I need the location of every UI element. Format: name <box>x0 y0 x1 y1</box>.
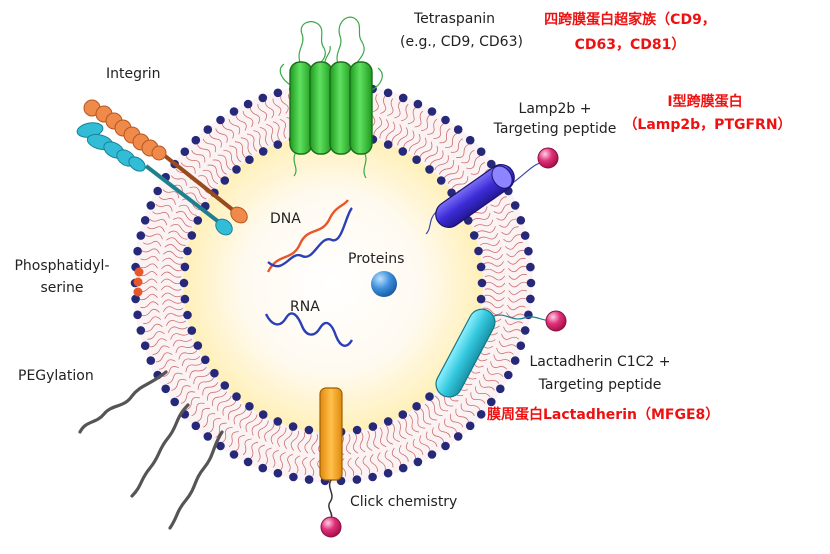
phosphatidylserine-marks <box>133 267 144 297</box>
type1-cn-annotation-line1: I型跨膜蛋白 <box>667 94 743 110</box>
lactadherin-targeting-label: Targeting peptide <box>538 377 662 393</box>
peg-chain <box>130 403 190 498</box>
lamp2b-label: Lamp2b + <box>518 101 592 117</box>
integrin-protein <box>76 99 248 236</box>
peg-chain <box>78 370 168 434</box>
lactadherin-cn-annotation: 膜周蛋白Lactadherin（MFGE8） <box>487 407 720 423</box>
pegylation-label: PEGylation <box>18 368 94 384</box>
rna-strand <box>264 312 354 347</box>
targeting-peptide-icon <box>320 516 342 538</box>
rna-label: RNA <box>290 299 320 315</box>
integrin-label: Integrin <box>106 66 161 82</box>
tetraspanin-example-label: (e.g., CD9, CD63) <box>400 34 523 50</box>
tetraspanin-protein <box>289 61 373 155</box>
tetraspanin-cn-annotation-line1: 四跨膜蛋白超家族（CD9， <box>544 12 716 28</box>
lactadherin-label: Lactadherin C1C2 + <box>529 354 671 370</box>
phosphatidylserine-label-line2: serine <box>40 280 84 296</box>
targeting-peptide-icon <box>537 147 559 169</box>
lamp2b-protein <box>425 147 559 235</box>
peg-chains <box>78 370 224 530</box>
targeting-peptide-icon <box>545 310 567 332</box>
tetraspanin-loops <box>279 16 383 179</box>
lactadherin-protein <box>435 308 567 398</box>
peg-chain <box>168 430 224 530</box>
proteins-label: Proteins <box>348 251 405 267</box>
dna-label: DNA <box>270 211 301 227</box>
type1-cn-annotation-line2: （Lamp2b，PTGFRN） <box>623 117 792 133</box>
click-chemistry-label: Click chemistry <box>350 494 458 510</box>
tetraspanin-label: Tetraspanin <box>414 11 496 27</box>
phosphatidylserine-label-line1: Phosphatidyl- <box>14 258 110 274</box>
dna-helix <box>266 199 353 273</box>
click-chemistry-anchor <box>319 387 343 538</box>
protein-sphere <box>371 271 397 297</box>
lamp2b-targeting-label: Targeting peptide <box>493 121 617 137</box>
tetraspanin-cn-annotation-line2: CD63，CD81） <box>574 37 686 53</box>
